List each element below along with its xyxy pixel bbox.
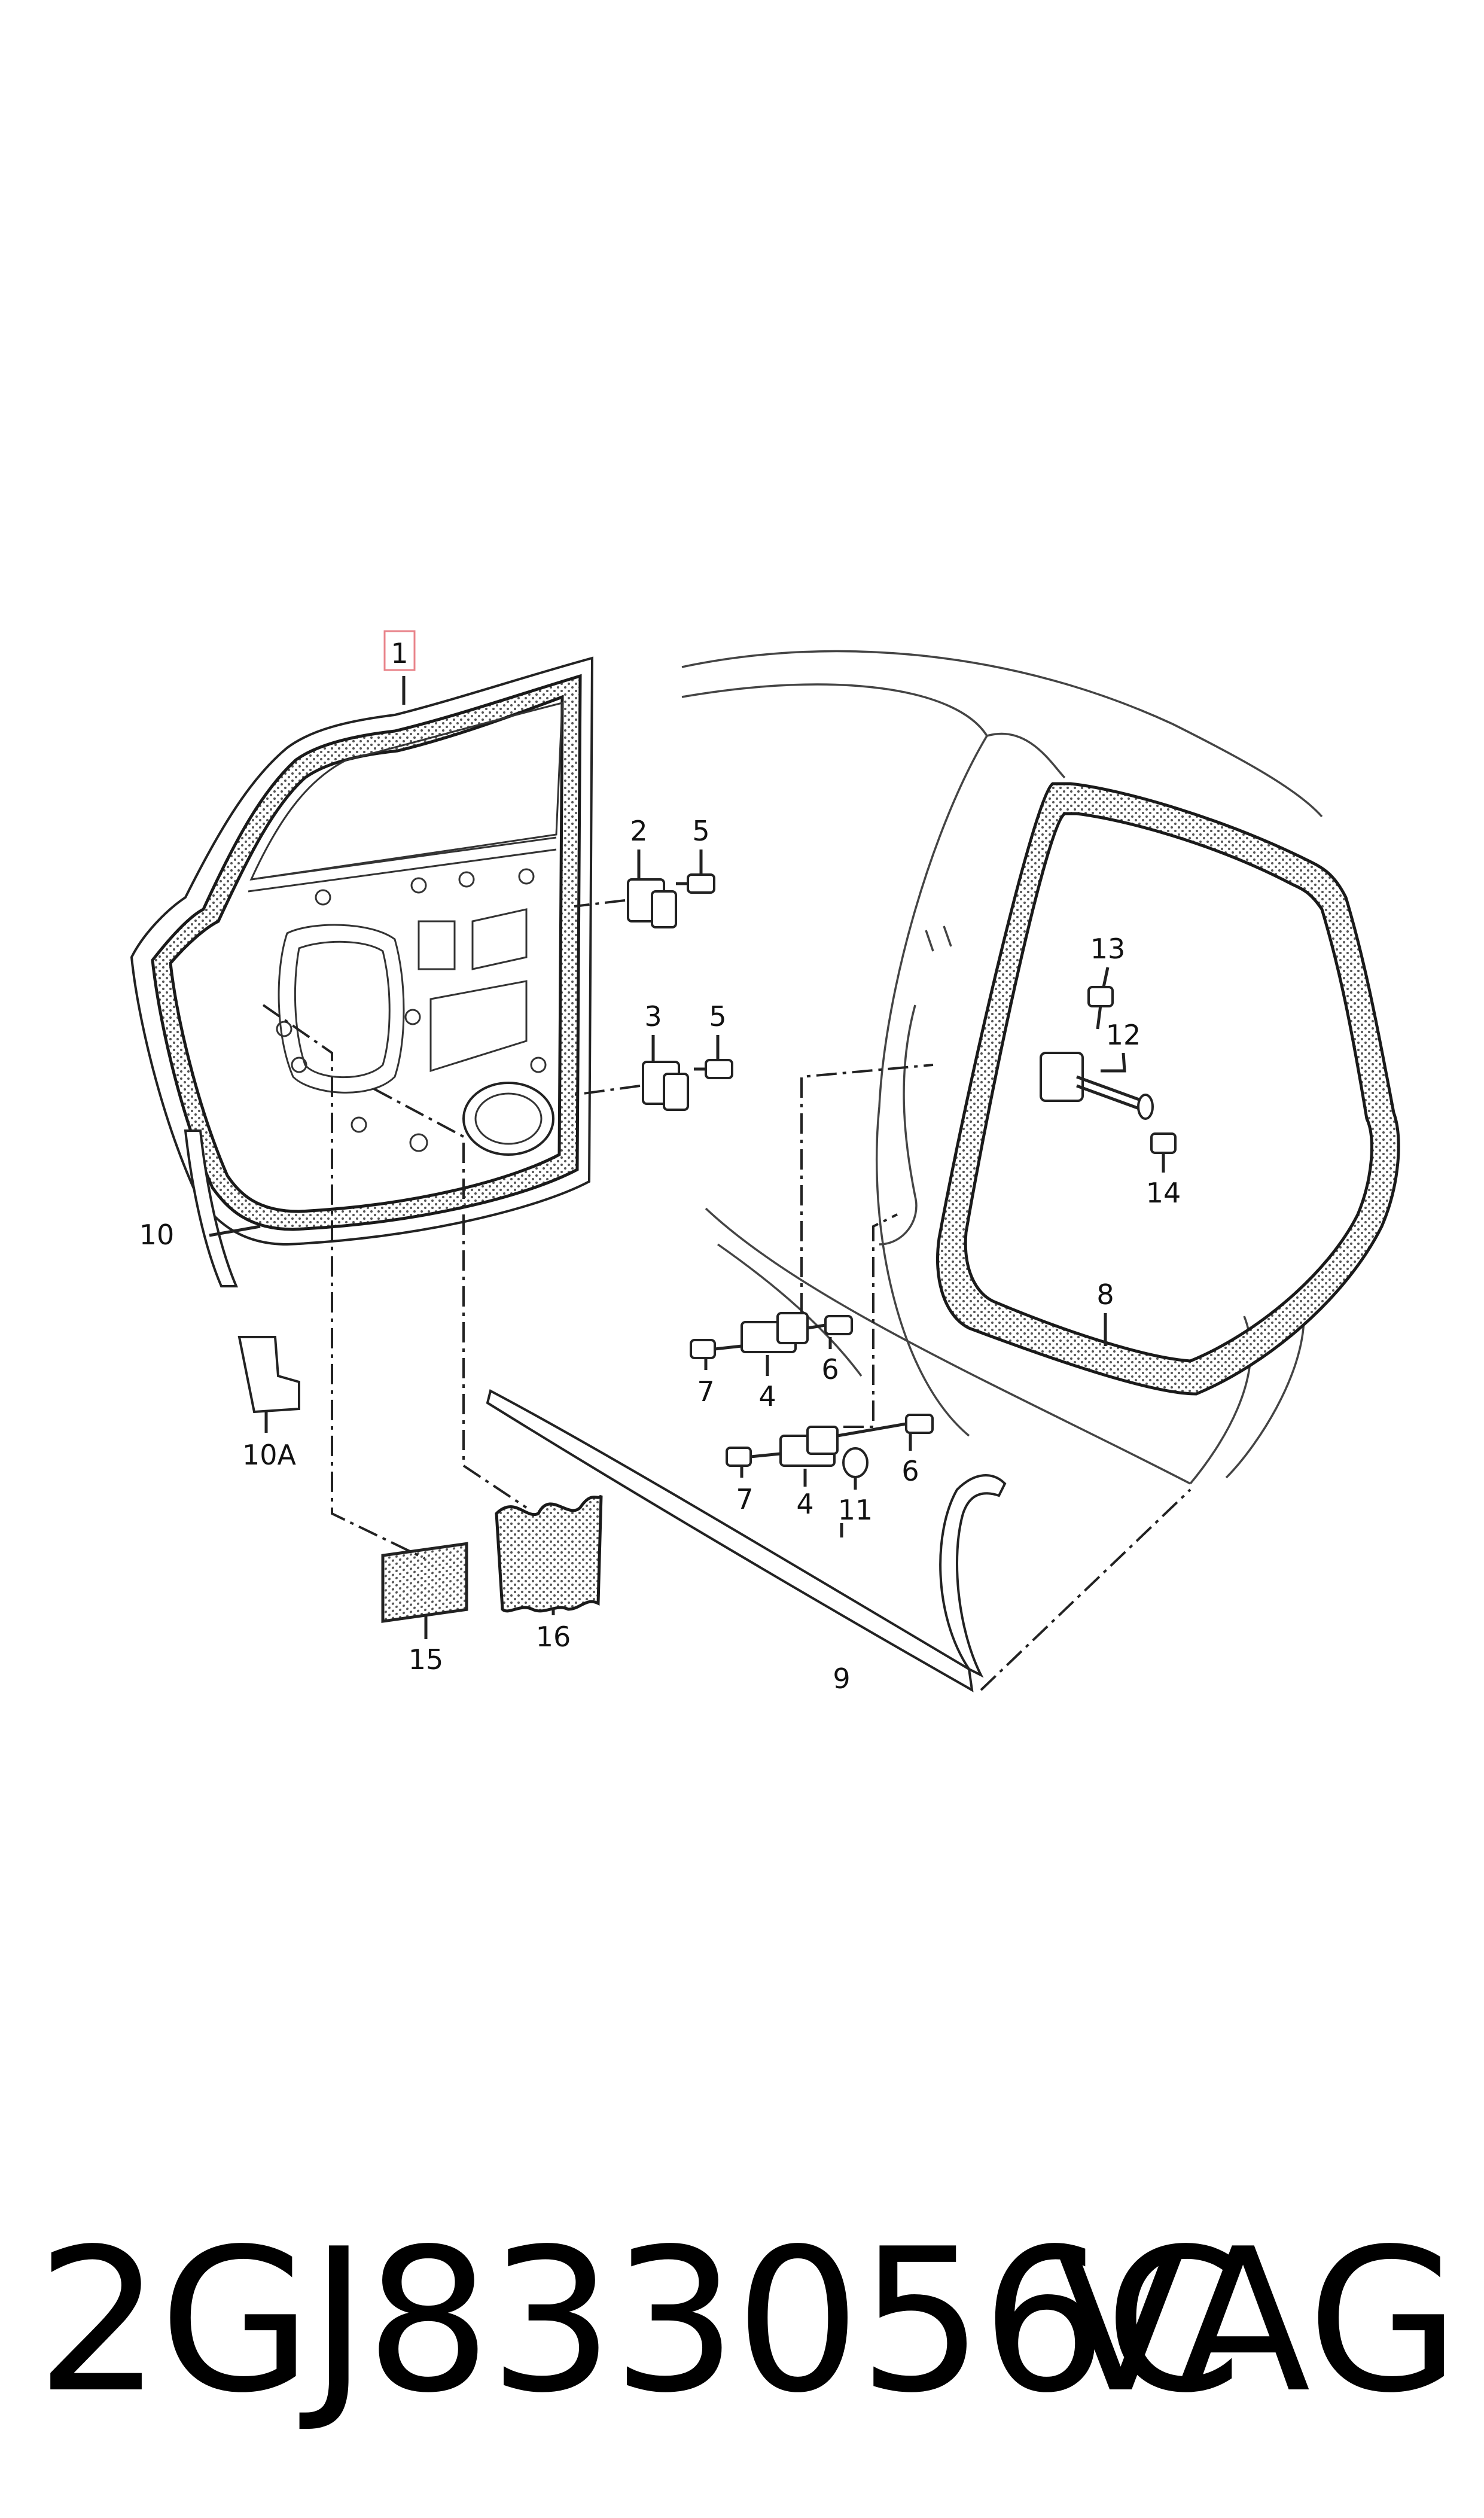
bolt-5-lower [694,1059,733,1079]
callout-6-upper: 6 [821,1353,839,1386]
bolt-5-upper [676,873,715,894]
bolt-6-lower [837,1414,934,1438]
callout-16: 16 [536,1621,571,1653]
assembly-lines [262,899,1192,1691]
car-body-outline [681,650,1323,1485]
trim-10 [184,1129,239,1287]
hinge-bracket-2 [627,878,677,928]
callout-8: 8 [1096,1278,1114,1311]
hinge-4-upper [741,1312,809,1353]
door-opening-seal [936,782,1400,1396]
callout-2: 2 [630,815,647,847]
exploded-parts-diagram: 1 2 5 3 5 13 12 14 8 10 10A 7 4 6 7 4 11… [130,630,1400,1695]
leader-lines [209,676,1165,1639]
callout-1-highlight [383,630,416,671]
bolt-6-upper [807,1315,853,1335]
callout-12: 12 [1106,1019,1141,1051]
pad-15 [381,1542,468,1623]
bolt-14 [1150,1132,1177,1164]
brand-label: VAG [1053,2206,1460,2436]
callout-4-upper: 4 [758,1380,776,1412]
callout-14: 14 [1146,1177,1181,1209]
callout-4-lower: 4 [796,1488,813,1520]
hinge-4-lower [779,1426,839,1467]
door-check-strap [1040,1052,1154,1120]
bolt-7-lower [726,1447,781,1467]
callout-5-upper: 5 [692,815,709,847]
foam-16 [495,1494,603,1613]
callout-7-lower: 7 [736,1483,753,1515]
callout-9: 9 [833,1663,850,1695]
callout-6-lower: 6 [901,1455,919,1487]
callout-15: 15 [409,1643,444,1676]
callout-10: 10 [139,1219,175,1251]
cap-11 [842,1447,869,1478]
bracket-10A [237,1336,300,1414]
part-number: 2GJ833056C [36,2206,1242,2436]
callout-11: 11 [838,1494,873,1526]
sill-seal-strip [486,1389,1007,1692]
callout-5-lower: 5 [709,1000,726,1033]
hinge-bracket-3 [642,1061,689,1111]
callout-1: 1 [391,637,408,669]
callout-10A: 10A [242,1439,297,1471]
door-shell [130,656,594,1246]
bolt-13 [1087,986,1114,1030]
callout-13: 13 [1090,933,1126,965]
callout-3: 3 [644,1000,662,1033]
footer: 2GJ833056C VAG [0,2213,1484,2429]
callout-7-upper: 7 [697,1375,714,1408]
bolt-7-upper [690,1339,742,1359]
